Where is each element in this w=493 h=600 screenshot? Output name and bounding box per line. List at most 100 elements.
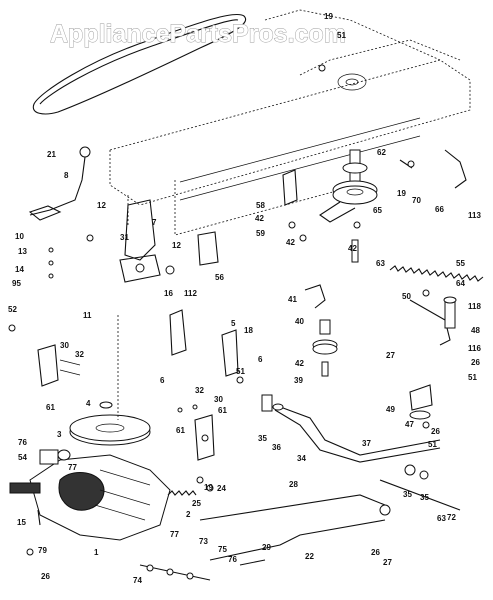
callout-26: 26 xyxy=(41,572,50,581)
callout-112: 112 xyxy=(184,289,197,298)
callout-4: 4 xyxy=(86,399,91,408)
callout-19: 19 xyxy=(324,12,333,21)
fasteners xyxy=(8,64,430,556)
callout-5: 5 xyxy=(231,319,236,328)
hardware-cluster xyxy=(139,564,211,581)
callout-35: 35 xyxy=(403,490,412,499)
callout-72: 72 xyxy=(447,513,456,522)
clutch-arm xyxy=(409,296,457,420)
callout-34: 34 xyxy=(297,454,306,463)
callout-79: 79 xyxy=(38,546,47,555)
callout-12: 12 xyxy=(97,201,106,210)
callout-95: 95 xyxy=(12,279,21,288)
callout-13: 13 xyxy=(18,247,27,256)
callout-25: 25 xyxy=(192,499,201,508)
callout-51: 51 xyxy=(428,440,437,449)
belt-guides xyxy=(282,149,467,206)
callout-7: 7 xyxy=(152,218,157,227)
callout-26: 26 xyxy=(471,358,480,367)
drive-belt xyxy=(32,13,247,115)
callout-63: 63 xyxy=(376,259,385,268)
callout-77: 77 xyxy=(170,530,179,539)
callout-54: 54 xyxy=(18,453,27,462)
callout-16: 16 xyxy=(164,289,173,298)
callout-55: 55 xyxy=(456,259,465,268)
callout-42: 42 xyxy=(295,359,304,368)
callout-15: 15 xyxy=(17,518,26,527)
callout-30: 30 xyxy=(60,341,69,350)
callout-35: 35 xyxy=(420,493,429,502)
callout-40: 40 xyxy=(295,317,304,326)
idler-pulley-assembly xyxy=(319,149,378,263)
callout-10: 10 xyxy=(15,232,24,241)
callout-42: 42 xyxy=(286,238,295,247)
callout-26: 26 xyxy=(371,548,380,557)
callout-26: 26 xyxy=(431,427,440,436)
callout-39: 39 xyxy=(294,376,303,385)
watermark: AppliancePartsPros.com xyxy=(50,20,346,48)
callout-70: 70 xyxy=(412,196,421,205)
brake-spring xyxy=(167,476,214,496)
callout-27: 27 xyxy=(386,351,395,360)
callout-labels: 1 2 3 4 5 6 6 7 8 10 11 12 12 13 14 15 1… xyxy=(8,12,481,585)
callout-74: 74 xyxy=(133,576,142,585)
callout-19: 19 xyxy=(204,483,213,492)
callout-31: 31 xyxy=(120,233,129,242)
callout-6: 6 xyxy=(160,376,165,385)
callout-62: 62 xyxy=(377,148,386,157)
callout-42: 42 xyxy=(348,244,357,253)
callout-42: 42 xyxy=(255,214,264,223)
callout-12: 12 xyxy=(172,241,181,250)
brake-rod xyxy=(199,494,386,566)
callout-11: 11 xyxy=(83,311,92,320)
callout-35: 35 xyxy=(258,434,267,443)
callout-30: 30 xyxy=(214,395,223,404)
callout-59: 59 xyxy=(256,229,265,238)
callout-48: 48 xyxy=(471,326,480,335)
callout-58: 58 xyxy=(256,201,265,210)
shift-plate xyxy=(119,199,219,283)
callout-3: 3 xyxy=(57,430,62,439)
callout-76: 76 xyxy=(18,438,27,447)
callout-21: 21 xyxy=(47,150,56,159)
callout-118: 118 xyxy=(468,302,481,311)
callout-75: 75 xyxy=(218,545,227,554)
callout-49: 49 xyxy=(386,405,395,414)
transaxle xyxy=(9,449,171,541)
shift-lever xyxy=(28,146,91,221)
callout-76: 76 xyxy=(228,555,237,564)
transaxle-pulley xyxy=(69,315,151,446)
callout-1: 1 xyxy=(94,548,99,557)
callout-36: 36 xyxy=(272,443,281,452)
callout-63: 63 xyxy=(437,514,446,523)
callout-66: 66 xyxy=(435,205,444,214)
callout-27: 27 xyxy=(383,558,392,567)
callout-77: 77 xyxy=(68,463,77,472)
tension-spring xyxy=(389,265,484,282)
callout-61: 61 xyxy=(46,403,55,412)
callout-61: 61 xyxy=(218,406,227,415)
callout-6: 6 xyxy=(258,355,263,364)
callout-8: 8 xyxy=(64,171,69,180)
callout-32: 32 xyxy=(75,350,84,359)
callout-113: 113 xyxy=(468,211,481,220)
callout-51: 51 xyxy=(468,373,477,382)
callout-64: 64 xyxy=(456,279,465,288)
callout-28: 28 xyxy=(289,480,298,489)
callout-51: 51 xyxy=(337,31,346,40)
callout-41: 41 xyxy=(288,295,297,304)
callout-56: 56 xyxy=(215,273,224,282)
callout-22: 22 xyxy=(305,552,314,561)
callout-73: 73 xyxy=(199,537,208,546)
callout-116: 116 xyxy=(468,344,481,353)
callout-14: 14 xyxy=(15,265,24,274)
shift-bracket xyxy=(37,344,81,387)
callout-37: 37 xyxy=(362,439,371,448)
callout-18: 18 xyxy=(244,326,253,335)
brake-pivot xyxy=(304,284,338,377)
callout-52: 52 xyxy=(8,305,17,314)
callout-2: 2 xyxy=(186,510,191,519)
brake-bracket xyxy=(169,309,239,461)
callout-47: 47 xyxy=(405,420,414,429)
